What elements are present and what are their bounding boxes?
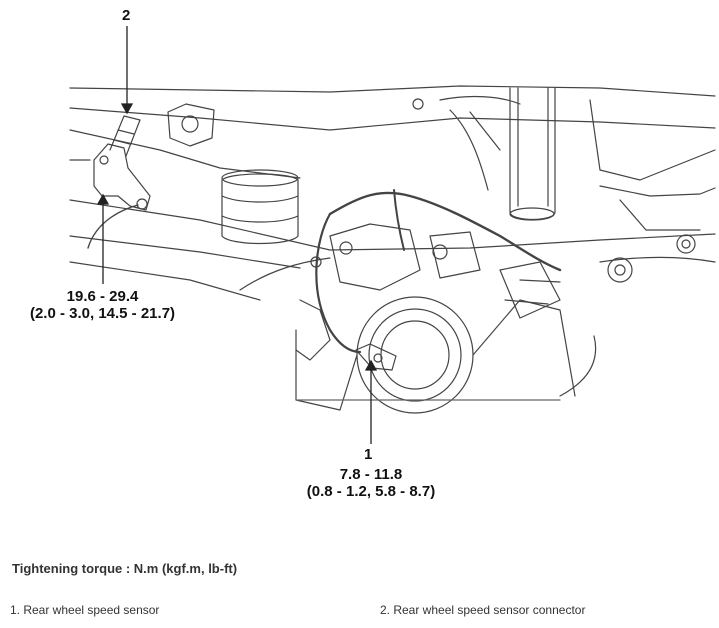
tightening-torque-note: Tightening torque : N.m (kgf.m, lb-ft) bbox=[12, 561, 238, 576]
torque-spec-sensor: 7.8 - 11.8 (0.8 - 1.2, 5.8 - 8.7) bbox=[296, 466, 446, 500]
torque-spec-nm: 7.8 - 11.8 bbox=[339, 466, 403, 483]
legend-item-rear-wheel-speed-sensor: 1. Rear wheel speed sensor bbox=[10, 603, 160, 617]
callout-number-1: 1 bbox=[364, 446, 373, 463]
callout-number-2: 2 bbox=[122, 7, 131, 24]
torque-spec-connector: 19.6 - 29.4 (2.0 - 3.0, 14.5 - 21.7) bbox=[20, 288, 185, 322]
legend-item-speed-sensor-connector: 2. Rear wheel speed sensor connector bbox=[380, 603, 586, 617]
torque-spec-alt-units: (0.8 - 1.2, 5.8 - 8.7) bbox=[306, 483, 436, 500]
torque-spec-alt-units: (2.0 - 3.0, 14.5 - 21.7) bbox=[29, 305, 176, 322]
torque-spec-nm: 19.6 - 29.4 bbox=[66, 288, 139, 305]
rear-suspension-illustration bbox=[69, 26, 716, 444]
